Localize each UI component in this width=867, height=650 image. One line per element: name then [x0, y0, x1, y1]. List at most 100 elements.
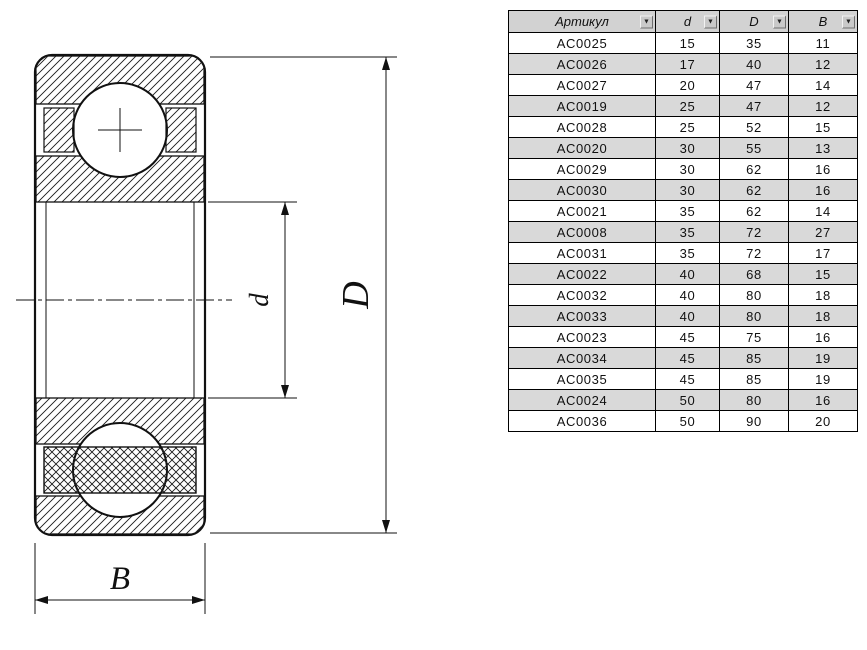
cell-article: AC0025	[508, 32, 656, 54]
cell-dimension: 72	[719, 221, 789, 243]
cell-dimension: 80	[719, 389, 789, 411]
dimension-B: B	[34, 543, 206, 614]
cell-dimension: 40	[719, 53, 789, 75]
filter-dropdown-button[interactable]: ▼	[704, 15, 717, 28]
cell-article: AC0023	[508, 326, 656, 348]
cell-article: AC0030	[508, 179, 656, 201]
col-header-label: Артикул	[555, 14, 609, 29]
chevron-down-icon: ▼	[643, 18, 650, 25]
cell-dimension: 25	[655, 95, 720, 117]
arrow-left-icon	[35, 596, 48, 604]
filter-dropdown-button[interactable]: ▼	[640, 15, 653, 28]
cell-dimension: 50	[655, 410, 720, 432]
header-row: Артикул ▼ d ▼ D ▼ B ▼	[508, 10, 858, 33]
cell-dimension: 20	[655, 74, 720, 96]
cell-dimension: 14	[788, 200, 858, 222]
cell-article: AC0029	[508, 158, 656, 180]
cell-article: AC0022	[508, 263, 656, 285]
cell-dimension: 15	[788, 263, 858, 285]
cell-dimension: 25	[655, 116, 720, 138]
cell-article: AC0034	[508, 347, 656, 369]
cell-dimension: 12	[788, 53, 858, 75]
col-header-B: B ▼	[788, 10, 858, 33]
cell-dimension: 45	[655, 326, 720, 348]
cell-article: AC0024	[508, 389, 656, 411]
cell-dimension: 30	[655, 158, 720, 180]
cell-dimension: 35	[655, 200, 720, 222]
filter-dropdown-button[interactable]: ▼	[842, 15, 855, 28]
cage-right-hatch	[165, 107, 197, 153]
cell-article: AC0020	[508, 137, 656, 159]
cell-dimension: 72	[719, 242, 789, 264]
cell-dimension: 11	[788, 32, 858, 54]
cell-dimension: 40	[655, 305, 720, 327]
bearing-drawing: d D B	[16, 53, 397, 614]
bearing-section	[36, 56, 204, 534]
cell-dimension: 80	[719, 305, 789, 327]
cell-dimension: 16	[788, 158, 858, 180]
dim-label-D: D	[335, 281, 377, 309]
cell-article: AC0032	[508, 284, 656, 306]
dimension-D: D	[210, 56, 397, 534]
cell-dimension: 35	[655, 242, 720, 264]
arrow-down-icon	[281, 385, 289, 398]
cell-dimension: 17	[655, 53, 720, 75]
dim-label-d: d	[244, 293, 274, 307]
dimension-d: d	[208, 201, 297, 399]
cell-dimension: 35	[719, 32, 789, 54]
cell-article: AC0028	[508, 116, 656, 138]
cell-dimension: 30	[655, 179, 720, 201]
chevron-down-icon: ▼	[776, 18, 783, 25]
cell-dimension: 16	[788, 326, 858, 348]
cell-dimension: 18	[788, 284, 858, 306]
cell-dimension: 90	[719, 410, 789, 432]
cell-article: AC0035	[508, 368, 656, 390]
cell-dimension: 50	[655, 389, 720, 411]
cell-dimension: 45	[655, 368, 720, 390]
cell-dimension: 62	[719, 200, 789, 222]
cell-dimension: 45	[655, 347, 720, 369]
cell-article: AC0021	[508, 200, 656, 222]
cell-dimension: 17	[788, 242, 858, 264]
cell-article: AC0031	[508, 242, 656, 264]
cell-dimension: 47	[719, 95, 789, 117]
seal-mesh	[43, 446, 197, 494]
inner-ring-top-hatch	[36, 155, 204, 203]
cell-article: AC0019	[508, 95, 656, 117]
dim-label-B: B	[110, 561, 130, 597]
cell-dimension: 40	[655, 284, 720, 306]
cell-dimension: 85	[719, 368, 789, 390]
arrow-right-icon	[192, 596, 205, 604]
cell-dimension: 16	[788, 179, 858, 201]
col-header-d: d ▼	[655, 10, 720, 33]
col-header-label: d	[683, 14, 692, 29]
cell-dimension: 27	[788, 221, 858, 243]
cell-article: AC0033	[508, 305, 656, 327]
cell-dimension: 14	[788, 74, 858, 96]
cell-dimension: 30	[655, 137, 720, 159]
filter-dropdown-button[interactable]: ▼	[773, 15, 786, 28]
cage-left-hatch	[43, 107, 75, 153]
cell-dimension: 18	[788, 305, 858, 327]
col-header-label: D	[749, 14, 759, 29]
cell-article: AC0008	[508, 221, 656, 243]
cell-dimension: 62	[719, 179, 789, 201]
cell-dimension: 12	[788, 95, 858, 117]
